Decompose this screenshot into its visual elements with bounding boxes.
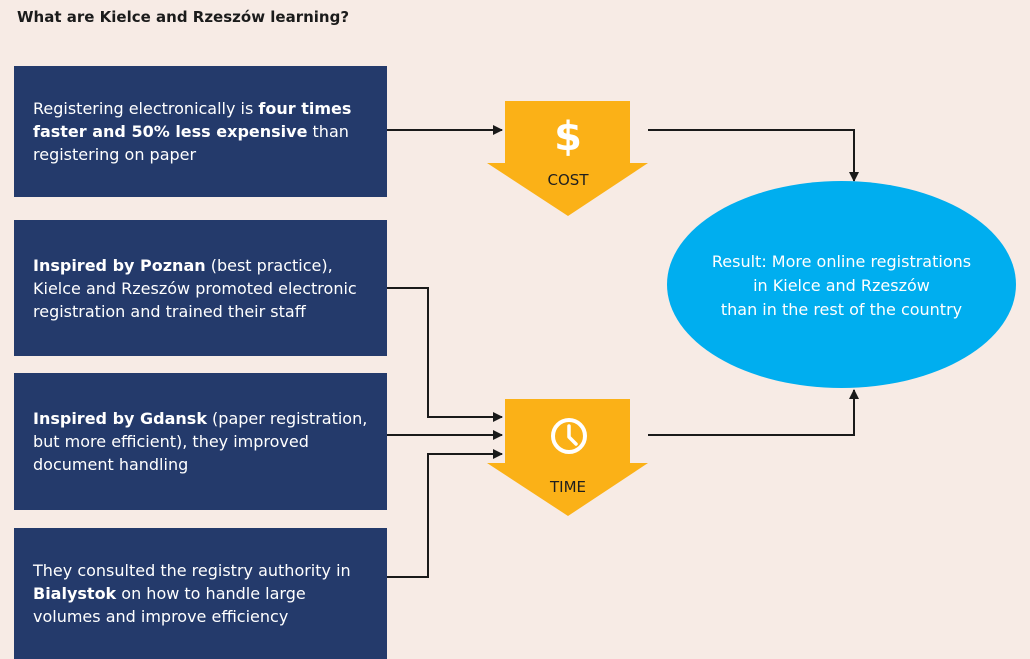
connector-time-to-result — [648, 389, 859, 436]
box-inspired-by-poznan: Inspired by Poznan (best practice), Kiel… — [14, 220, 387, 356]
box-text: Inspired by Gdansk (paper registration, … — [33, 407, 373, 476]
clock-icon — [551, 418, 587, 454]
time-arrow-shape — [487, 399, 648, 516]
result-text: Result: More online registrations in Kie… — [711, 251, 972, 319]
cost-label: COST — [547, 171, 589, 189]
time-label: TIME — [549, 478, 586, 496]
cost-arrow-shape — [487, 101, 648, 216]
box-text-part: than registering on paper — [33, 122, 349, 164]
dollar-symbol: $ — [554, 114, 582, 160]
box-text-bold: four times faster and 50% less expensive — [33, 99, 352, 141]
box-consulted-bialystok: They consulted the registry authority in… — [14, 528, 387, 659]
connector-box4-to-time — [387, 449, 503, 578]
box-inspired-by-gdansk: Inspired by Gdansk (paper registration, … — [14, 373, 387, 510]
connector-box2-to-time — [387, 287, 503, 422]
box-text: They consulted the registry authority in… — [33, 559, 373, 628]
box-text-part: on how to handle large volumes and impro… — [33, 584, 306, 626]
dollar-icon: $ — [554, 114, 582, 160]
box-text-bold: Bialystok — [33, 584, 117, 603]
box-text-bold: Inspired by Gdansk — [33, 409, 207, 428]
connector-cost-to-result — [648, 129, 859, 182]
box-text-bold: Inspired by Poznan — [33, 255, 206, 275]
diagram-title: What are Kielce and Rzeszów learning? — [17, 8, 350, 26]
box-electronic-registration: Registering electronically is four times… — [14, 66, 387, 197]
result-oval: Result: More online registrations in Kie… — [667, 181, 1016, 388]
box-text-part: (paper registration, but more efficient)… — [33, 409, 368, 474]
box-text: Registering electronically is four times… — [33, 97, 373, 166]
box-text-part: They consulted the registry authority in — [33, 561, 351, 580]
box-text-part: Registering electronically is — [33, 99, 259, 118]
box-text-part: (best practice), Kielce and Rzeszów prom… — [33, 255, 357, 321]
box-text: Inspired by Poznan (best practice), Kiel… — [33, 254, 373, 323]
